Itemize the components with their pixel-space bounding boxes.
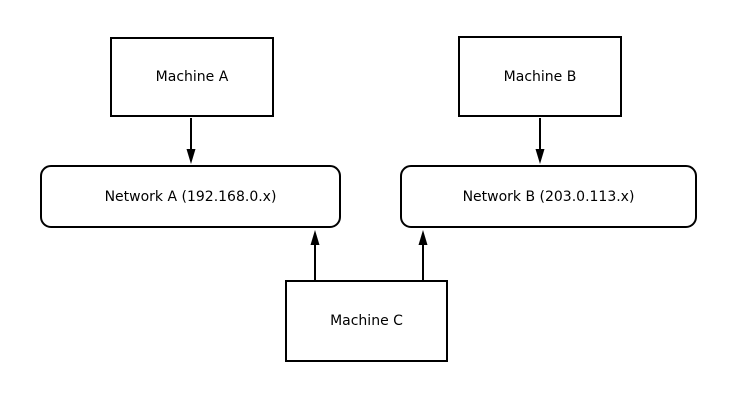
edge-machine-c-to-network-a <box>310 230 320 280</box>
node-machine-b: Machine B <box>458 36 622 117</box>
node-network-b: Network B (203.0.113.x) <box>400 165 697 228</box>
node-machine-c: Machine C <box>285 280 448 362</box>
edge-machine-c-to-network-b <box>418 230 428 280</box>
edge-machine-a-to-network-a <box>186 118 196 164</box>
arrowhead-down-icon <box>186 149 196 164</box>
node-machine-a: Machine A <box>110 37 274 117</box>
node-machine-a-label: Machine A <box>155 69 229 85</box>
arrowhead-up-icon <box>418 230 428 245</box>
node-machine-c-label: Machine C <box>330 313 403 329</box>
node-machine-b-label: Machine B <box>503 68 577 85</box>
arrowhead-up-icon <box>310 230 320 245</box>
edge-machine-b-to-network-b <box>535 118 545 164</box>
node-network-a: Network A (192.168.0.x) <box>40 165 341 228</box>
node-network-b-label: Network B (203.0.113.x) <box>462 188 635 205</box>
arrowhead-down-icon <box>535 149 545 164</box>
node-network-a-label: Network A (192.168.0.x) <box>104 188 277 205</box>
